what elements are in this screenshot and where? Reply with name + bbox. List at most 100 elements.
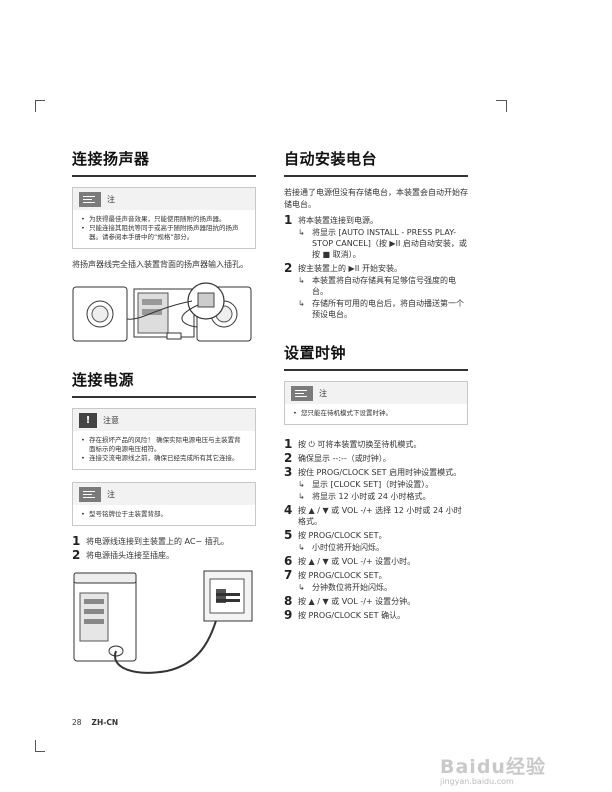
title-rule	[72, 175, 256, 177]
step-text: 将电源插头连接至插座。	[86, 551, 174, 560]
step-number: 2	[284, 451, 293, 465]
step-text: 按住 PROG/CLOCK SET 启用时钟设置模式。	[298, 468, 462, 477]
caution-item: 存在损坏产品的风险！ 确保实际电源电压与主装置背面标示的电源电压相符。	[81, 436, 247, 454]
result-arrow-icon: ↳	[298, 228, 305, 237]
step-text: 按 PROG/CLOCK SET 确认。	[298, 611, 406, 620]
step-item: 2 确保显示 --:--（或时钟）。	[284, 451, 468, 465]
step-result: ↳显示 [CLOCK SET]（时钟设置）。	[298, 480, 434, 489]
speaker-instruction: 将扬声器线完全插入装置背面的扬声器输入插孔。	[72, 260, 248, 269]
step-item: 6 按 ▲ / ▼ 或 VOL -/+ 设置小时。	[284, 554, 468, 568]
step-result: ↳小时位将开始闪烁。	[298, 543, 384, 552]
section-title-autoinstall: 自动安装电台	[284, 150, 378, 168]
power-connection-illustration	[73, 570, 253, 674]
step-item: 7 按 PROG/CLOCK SET。 ↳分钟数位将开始闪烁。	[284, 568, 468, 593]
note-list: 您只能在待机模式下设置时钟。	[285, 404, 467, 424]
step-item: 1 将本装置连接到电源。 ↳将显示 [AUTO INSTALL - PRESS …	[284, 213, 468, 260]
step-result: ↳分钟数位将开始闪烁。	[298, 583, 392, 592]
title-rule	[284, 369, 468, 371]
step-result: ↳存储所有可用的电台后，将自动播送第一个预设电台。	[298, 299, 464, 319]
step-item: 2 按主装置上的 ▶II 开始安装。 ↳本装置将自动存储具有足够信号强度的电台。…	[284, 261, 468, 320]
title-rule	[72, 396, 256, 398]
result-arrow-icon: ↳	[298, 543, 305, 552]
result-arrow-icon: ↳	[298, 583, 305, 592]
note-item: 型号铭牌位于主装置背部。	[81, 510, 247, 519]
crop-mark	[35, 100, 36, 112]
result-arrow-icon: ↳	[298, 276, 305, 285]
step-item: 8 按 ▲ / ▼ 或 VOL -/+ 设置分钟。	[284, 594, 468, 608]
note-box-speakers: 注 为获得最佳声音效果，只能使用随附的扬声器。 只能连接其阻抗等同于或高于随附扬…	[72, 187, 256, 249]
step-text: 按 PROG/CLOCK SET。	[298, 531, 387, 540]
result-arrow-icon: ↳	[298, 299, 305, 308]
step-item: 1 将电源线连接到主装置上的 AC~ 插孔。	[72, 534, 256, 548]
step-text: 按 ⏻ 可将本装置切换至待机模式。	[298, 440, 422, 449]
watermark-url: jingyan.baidu.com	[440, 777, 514, 786]
step-number: 5	[284, 528, 293, 542]
step-number: 6	[284, 554, 293, 568]
step-item: 3 按住 PROG/CLOCK SET 启用时钟设置模式。 ↳显示 [CLOCK…	[284, 466, 468, 502]
step-item: 1 按 ⏻ 可将本装置切换至待机模式。	[284, 437, 468, 451]
clock-steps: 1 按 ⏻ 可将本装置切换至待机模式。 2 确保显示 --:--（或时钟）。 3 按…	[284, 437, 468, 622]
step-number: 9	[284, 608, 293, 622]
step-result: ↳本装置将自动存储具有足够信号强度的电台。	[298, 276, 456, 296]
watermark: Baidu经验 jingyan.baidu.com	[440, 752, 600, 788]
step-number: 1	[284, 213, 293, 227]
section-title-clock: 设置时钟	[284, 344, 347, 362]
note-item: 只能连接其阻抗等同于或高于随附扬声器阻抗的扬声器。请参阅本手册中的“规格”部分。	[81, 224, 247, 242]
note-label: 注	[319, 388, 327, 398]
crop-mark	[496, 100, 506, 101]
note-item: 为获得最佳声音效果，只能使用随附的扬声器。	[81, 215, 247, 224]
note-label: 注	[107, 194, 115, 204]
step-text: 按 ▲ / ▼ 或 VOL -/+ 设置小时。	[298, 557, 416, 566]
note-icon	[79, 486, 101, 502]
step-item: 2 将电源插头连接至插座。	[72, 548, 256, 562]
step-number: 2	[72, 548, 81, 562]
step-number: 7	[284, 568, 293, 582]
step-item: 5 按 PROG/CLOCK SET。 ↳小时位将开始闪烁。	[284, 528, 468, 553]
result-arrow-icon: ↳	[298, 492, 305, 501]
caution-box: ! 注意 存在损坏产品的风险！ 确保实际电源电压与主装置背面标示的电源电压相符。…	[72, 408, 256, 470]
speaker-connection-illustration	[72, 282, 252, 342]
section-title-power: 连接电源	[72, 371, 135, 389]
step-text: 按 PROG/CLOCK SET。	[298, 571, 387, 580]
power-steps: 1 将电源线连接到主装置上的 AC~ 插孔。 2 将电源插头连接至插座。	[72, 534, 256, 562]
caution-list: 存在损坏产品的风险！ 确保实际电源电压与主装置背面标示的电源电压相符。 连接交流…	[73, 431, 255, 469]
right-column: 自动安装电台 若接通了电源但没有存储电台，本装置会自动开始存储电台。 1 将本装…	[284, 148, 468, 624]
caution-item: 连接交流电源线之前，确保已经完成所有其它连接。	[81, 454, 247, 463]
language-code: ZH-CN	[91, 718, 119, 727]
autoinstall-intro: 若接通了电源但没有存储电台，本装置会自动开始存储电台。	[284, 188, 468, 209]
page-number: 28	[72, 718, 82, 727]
step-text: 按 ▲ / ▼ 或 VOL -/+ 设置分钟。	[298, 597, 416, 606]
crop-mark	[35, 751, 45, 752]
note-header: 注	[73, 187, 255, 210]
step-item: 9 按 PROG/CLOCK SET 确认。	[284, 608, 468, 622]
autoinstall-steps: 1 将本装置连接到电源。 ↳将显示 [AUTO INSTALL - PRESS …	[284, 213, 468, 320]
step-item: 4 按 ▲ / ▼ 或 VOL -/+ 选择 12 小时或 24 小时格式。	[284, 503, 468, 527]
section-title-speakers: 连接扬声器	[72, 150, 150, 168]
note-header: 注	[285, 381, 467, 404]
caution-header: ! 注意	[73, 408, 255, 431]
crop-mark	[506, 100, 507, 112]
note-list: 为获得最佳声音效果，只能使用随附的扬声器。 只能连接其阻抗等同于或高于随附扬声器…	[73, 210, 255, 248]
step-number: 1	[284, 437, 293, 451]
step-result: ↳将显示 12 小时或 24 小时格式。	[298, 492, 431, 501]
step-number: 2	[284, 261, 293, 275]
note-icon	[79, 191, 101, 207]
step-number: 1	[72, 534, 81, 548]
step-text: 按主装置上的 ▶II 开始安装。	[298, 264, 402, 273]
step-text: 将电源线连接到主装置上的 AC~ 插孔。	[86, 537, 229, 546]
crop-mark	[35, 100, 45, 101]
left-column: 连接扬声器 注 为获得最佳声音效果，只能使用随附的扬声器。 只能连接其阻抗等同于…	[72, 148, 256, 679]
step-number: 8	[284, 594, 293, 608]
note-list: 型号铭牌位于主装置背部。	[73, 505, 255, 525]
note-box-power: 注 型号铭牌位于主装置背部。	[72, 482, 256, 526]
watermark-brand: Baidu经验	[440, 756, 546, 778]
step-number: 4	[284, 503, 293, 517]
note-icon	[291, 385, 313, 401]
page-footer: 28 ZH-CN	[72, 718, 118, 727]
step-text: 按 ▲ / ▼ 或 VOL -/+ 选择 12 小时或 24 小时格式。	[298, 506, 462, 526]
caution-label: 注意	[103, 415, 119, 425]
note-box-clock: 注 您只能在待机模式下设置时钟。	[284, 381, 468, 425]
note-item: 您只能在待机模式下设置时钟。	[293, 409, 459, 418]
warning-icon: !	[79, 412, 97, 428]
step-text: 确保显示 --:--（或时钟）。	[298, 454, 391, 463]
